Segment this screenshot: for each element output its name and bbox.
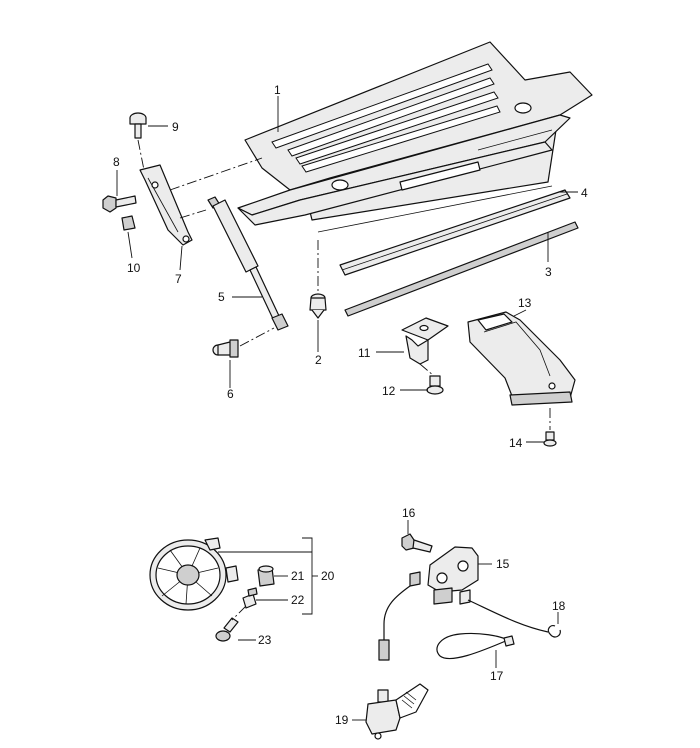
- fan-part-20: [149, 537, 239, 611]
- callout-1: 1: [274, 83, 281, 97]
- leader-lines: [116, 96, 578, 721]
- callout-20: 20: [321, 569, 335, 583]
- bracket-part-11: [401, 317, 449, 365]
- vent-slot: [287, 77, 495, 157]
- clip-part-14: [543, 431, 557, 447]
- callout-8: 8: [113, 155, 120, 169]
- callout-labels: 1 2 3 4 5 6 7 8 9 10 11 12 13 14 15 16 1…: [113, 83, 588, 727]
- callout-21: 21: [291, 569, 305, 583]
- callout-10: 10: [127, 261, 141, 275]
- vent-slot: [295, 91, 499, 165]
- clip-part-10: [121, 215, 136, 231]
- callout-5: 5: [218, 290, 225, 304]
- screw-part-12: [426, 375, 444, 395]
- assembly-lines: [137, 139, 551, 621]
- cable-part-17: [378, 585, 549, 661]
- vent-slot: [301, 105, 501, 173]
- callout-3: 3: [545, 265, 552, 279]
- callout-13: 13: [518, 296, 532, 310]
- callout-22: 22: [291, 593, 305, 607]
- seal-strip-part-4: [339, 189, 571, 276]
- vent-slot: [271, 63, 493, 149]
- callout-19: 19: [335, 713, 349, 727]
- callout-18: 18: [552, 599, 566, 613]
- air-duct-part-13: [467, 311, 576, 406]
- ball-stud-part-6: [212, 339, 239, 358]
- light-recess: [399, 161, 481, 191]
- hinge-bracket-part-7: [139, 164, 193, 246]
- callout-11: 11: [358, 346, 371, 360]
- callout-2: 2: [315, 353, 322, 367]
- rear-lid-part-1: [237, 41, 593, 233]
- callout-17: 17: [490, 669, 504, 683]
- gas-strut-part-5: [207, 196, 289, 331]
- callout-16: 16: [402, 506, 416, 520]
- switch-part-19: [365, 683, 429, 740]
- callout-12: 12: [382, 384, 396, 398]
- screw-part-9: [129, 112, 147, 139]
- hole: [331, 179, 349, 191]
- lock-part-15: [409, 546, 479, 605]
- callout-7: 7: [175, 272, 182, 286]
- callout-15: 15: [496, 557, 510, 571]
- clip-part-18: [547, 625, 561, 638]
- rubber-seal-part-3: [344, 221, 579, 317]
- callout-6: 6: [227, 387, 234, 401]
- grommet-part-22: [242, 587, 258, 609]
- screw-part-23: [215, 617, 239, 642]
- callout-14: 14: [509, 436, 523, 450]
- sleeve-part-21: [257, 565, 275, 587]
- callout-4: 4: [581, 186, 588, 200]
- hole: [514, 102, 532, 114]
- bolt-part-16: [401, 533, 433, 553]
- callout-23: 23: [258, 633, 272, 647]
- bolt-part-8: [102, 195, 137, 213]
- buffer-part-2: [309, 293, 327, 319]
- callout-9: 9: [172, 120, 179, 134]
